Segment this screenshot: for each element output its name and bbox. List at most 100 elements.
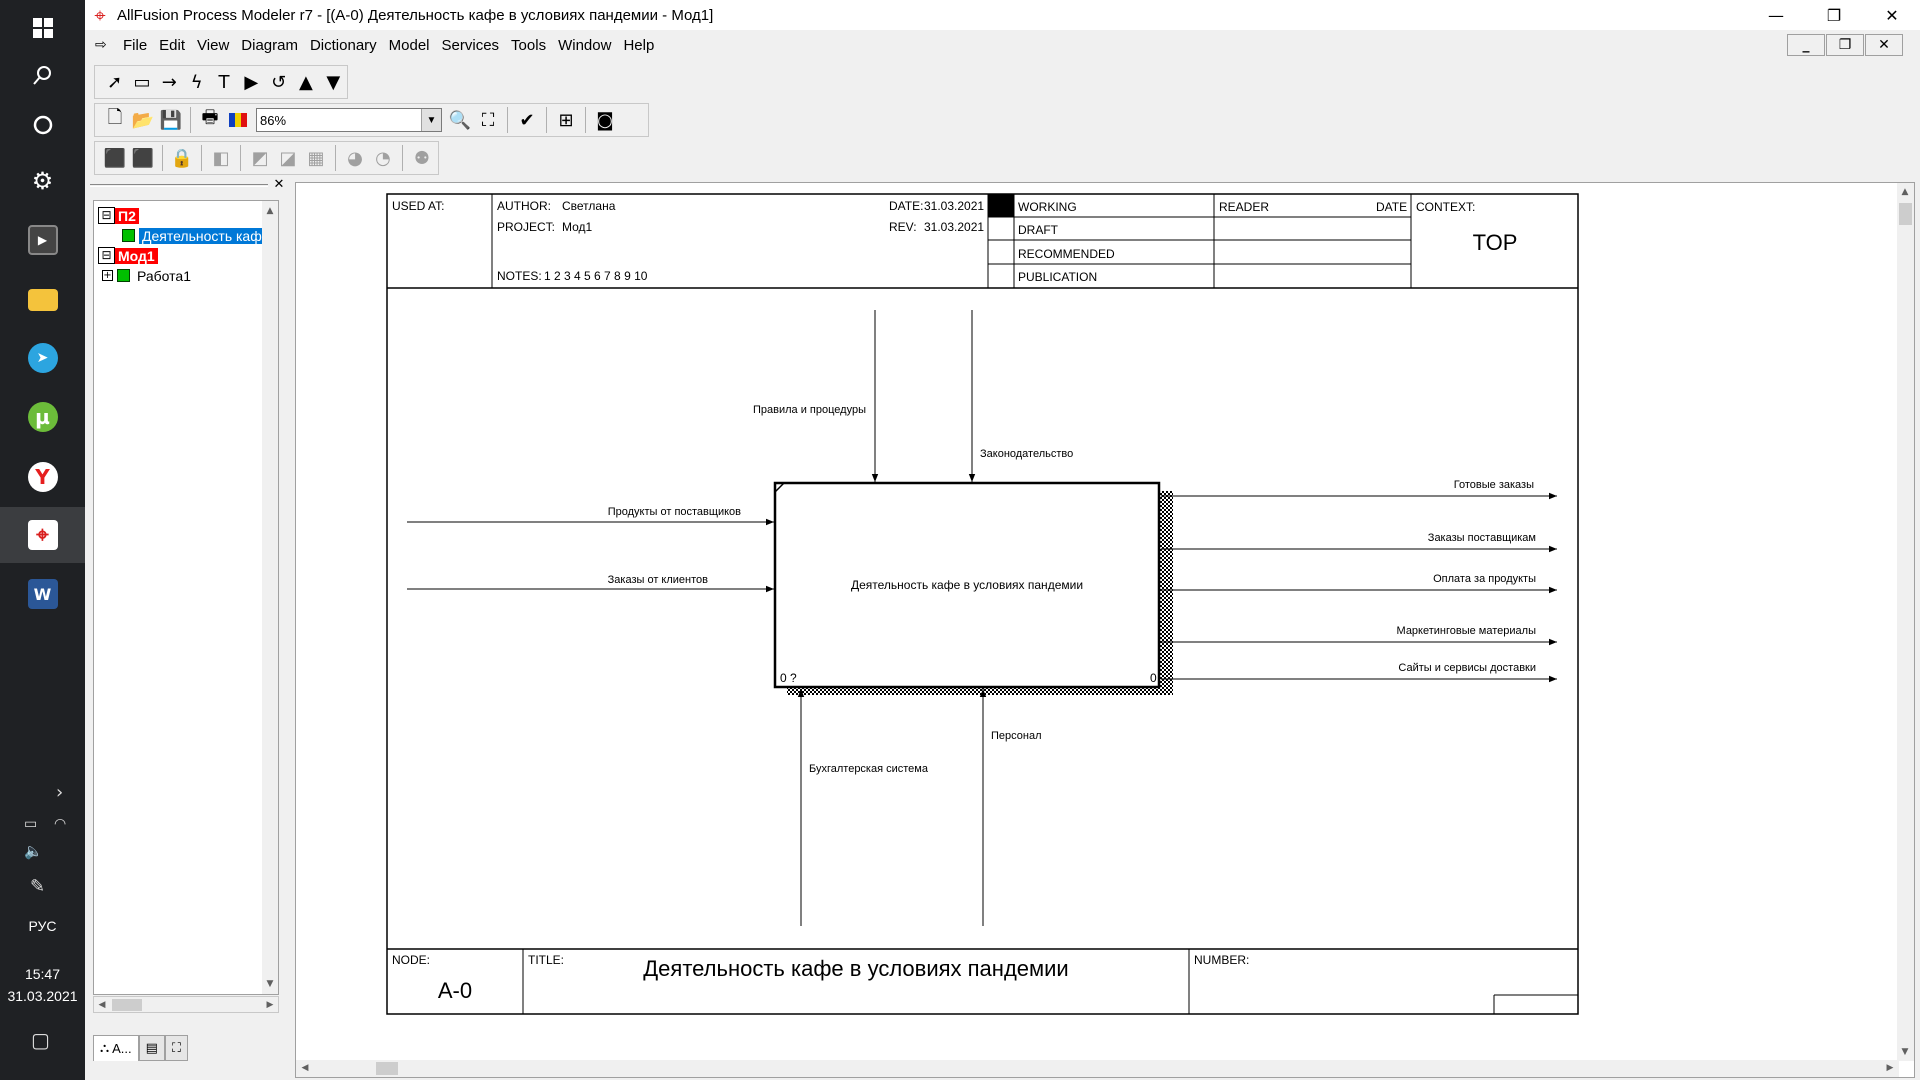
clock-date[interactable]: 31.03.2021	[7, 988, 78, 1004]
cortana-icon[interactable]	[0, 97, 85, 153]
document-menu-icon[interactable]: ⇨	[95, 37, 107, 53]
go-down-icon[interactable]: ▼	[326, 71, 341, 93]
panel-grip[interactable]	[90, 184, 268, 187]
menu-services[interactable]: Services	[441, 36, 500, 54]
document-restore-button[interactable]: ❐	[1826, 34, 1864, 56]
scroll-right-icon[interactable]: ▶	[1886, 1063, 1894, 1073]
mart-report-icon[interactable]: ◔	[375, 147, 391, 169]
search-icon[interactable]	[0, 47, 85, 103]
diagram-canvas[interactable]: USED AT: AUTHOR: Светлана PROJECT: Мод1 …	[295, 182, 1915, 1078]
mart-users-icon[interactable]: ⚉	[413, 147, 431, 169]
tree-horizontal-scrollbar[interactable]: ◀ ▶	[93, 996, 279, 1013]
open-folder-icon[interactable]: 📂	[131, 109, 155, 131]
file-explorer-icon[interactable]	[0, 272, 85, 328]
pointer-tool-icon[interactable]: ➚	[107, 71, 123, 93]
battery-icon[interactable]: ▭	[24, 816, 38, 832]
control-arrow[interactable]: Законодательство	[968, 310, 1073, 482]
menu-help[interactable]: Help	[623, 36, 655, 54]
output-arrow[interactable]: Заказы поставщикам	[1161, 532, 1557, 553]
telegram-icon[interactable]: ➤	[0, 330, 85, 386]
go-to-child-icon[interactable]: ▶	[244, 71, 259, 93]
language-indicator[interactable]: РУС	[28, 918, 57, 934]
scroll-down-icon[interactable]: ▼	[1901, 1047, 1909, 1057]
volume-icon[interactable]: 🔈	[24, 842, 43, 860]
windows-start-icon[interactable]	[0, 0, 85, 56]
process-modeler-icon[interactable]: ⌖	[0, 507, 85, 563]
mart-session-icon[interactable]: ◕	[347, 147, 363, 169]
tab-objects[interactable]: ⛶	[164, 1035, 189, 1061]
minimize-button[interactable]: —	[1768, 5, 1784, 25]
print-icon[interactable]: 🖶	[201, 107, 219, 128]
menu-view[interactable]: View	[197, 36, 230, 54]
activity-box[interactable]: Деятельность кафе в условиях пандемии 0 …	[773, 481, 1173, 695]
output-arrow[interactable]: Готовые заказы	[1161, 479, 1557, 500]
zoom-select[interactable]: 86% ▼	[256, 108, 442, 132]
menu-diagram[interactable]: Diagram	[241, 36, 298, 54]
scroll-up-icon[interactable]: ▲	[1901, 187, 1909, 197]
menu-tools[interactable]: Tools	[511, 36, 547, 54]
model-explorer-icon[interactable]: ⊞	[558, 109, 574, 131]
mechanism-arrow[interactable]: Бухгалтерская система	[797, 689, 929, 926]
new-file-icon[interactable]: 🗋	[107, 107, 123, 128]
mart-disconnect-icon[interactable]: ⬛	[131, 147, 155, 169]
tab-diagrams[interactable]: ▤	[138, 1035, 165, 1061]
save-icon[interactable]: 💾	[159, 109, 183, 131]
restore-button[interactable]: ❐	[1826, 5, 1842, 25]
go-to-parent-icon[interactable]: ↺	[271, 71, 287, 93]
notifications-icon[interactable]: ▢	[31, 1028, 50, 1052]
chevron-right-icon[interactable]: ›	[56, 782, 64, 803]
scroll-thumb[interactable]	[1899, 203, 1912, 225]
scroll-up-icon[interactable]: ▲	[266, 206, 274, 216]
zoom-fit-icon[interactable]: ⛶	[481, 109, 495, 131]
tree-collapse-icon[interactable]: ⊟	[98, 247, 115, 264]
pen-icon[interactable]: ✎	[30, 876, 46, 897]
tree-item-activity[interactable]: Деятельность кафе в условиях пандемии	[118, 226, 278, 245]
document-minimize-button[interactable]: _	[1787, 34, 1825, 56]
menu-edit[interactable]: Edit	[159, 36, 186, 54]
spell-check-icon[interactable]: ✔	[519, 109, 535, 131]
scroll-left-icon[interactable]: ◀	[301, 1063, 309, 1073]
input-arrow[interactable]: Продукты от поставщиков	[407, 506, 774, 526]
tree-expand-icon[interactable]: +	[102, 270, 113, 281]
control-arrow[interactable]: Правила и процедуры	[753, 310, 879, 482]
scroll-right-icon[interactable]: ▶	[266, 1000, 274, 1010]
mart-merge-icon[interactable]: ◪	[279, 147, 297, 169]
scroll-down-icon[interactable]: ▼	[266, 979, 274, 989]
tree-collapse-icon[interactable]: ⊟	[98, 207, 115, 224]
video-app-icon[interactable]: ▶	[0, 212, 85, 268]
close-button[interactable]: ✕	[1885, 5, 1899, 25]
arrow-tool-icon[interactable]: →	[161, 71, 177, 93]
yandex-browser-icon[interactable]: Y	[0, 449, 85, 505]
model-mart-icon[interactable]: ◙	[596, 109, 614, 131]
tree-item-p2[interactable]: ⊟ П2	[98, 206, 139, 225]
go-up-icon[interactable]: ▲	[299, 71, 313, 93]
mechanism-arrow[interactable]: Персонал	[979, 689, 1042, 926]
input-arrow[interactable]: Заказы от клиентов	[407, 574, 774, 593]
menu-file[interactable]: File	[123, 36, 148, 54]
output-arrow[interactable]: Маркетинговые материалы	[1161, 625, 1557, 646]
menu-dictionary[interactable]: Dictionary	[309, 36, 377, 54]
utorrent-icon[interactable]: µ	[0, 389, 85, 445]
settings-icon[interactable]: ⚙	[31, 167, 54, 195]
lock-icon[interactable]: 🔒	[170, 147, 194, 169]
squiggle-tool-icon[interactable]: ϟ	[190, 71, 203, 93]
mart-connect-icon[interactable]: ⬛	[103, 147, 127, 169]
output-arrow[interactable]: Оплата за продукты	[1161, 573, 1557, 594]
scroll-thumb[interactable]	[112, 999, 142, 1011]
tab-activities[interactable]: ⛬ A...	[93, 1035, 139, 1061]
close-icon[interactable]: ✕	[273, 177, 285, 192]
tree-vertical-scrollbar[interactable]: ▲ ▼	[262, 201, 278, 994]
menu-model[interactable]: Model	[388, 36, 430, 54]
color-palette-icon[interactable]	[224, 106, 252, 134]
mart-open-icon[interactable]: ◧	[212, 147, 230, 169]
word-icon[interactable]: W	[0, 566, 85, 622]
scroll-left-icon[interactable]: ◀	[98, 1000, 106, 1010]
text-tool-icon[interactable]: T	[218, 71, 230, 93]
mart-table-icon[interactable]: ▦	[307, 147, 325, 169]
chevron-down-icon[interactable]: ▼	[421, 109, 441, 131]
activity-box-tool-icon[interactable]: ▭	[133, 71, 151, 93]
scroll-thumb[interactable]	[376, 1062, 398, 1075]
mart-save-icon[interactable]: ◩	[251, 147, 269, 169]
horizontal-scrollbar[interactable]: ◀ ▶	[296, 1060, 1899, 1077]
clock-time[interactable]: 15:47	[24, 966, 61, 982]
